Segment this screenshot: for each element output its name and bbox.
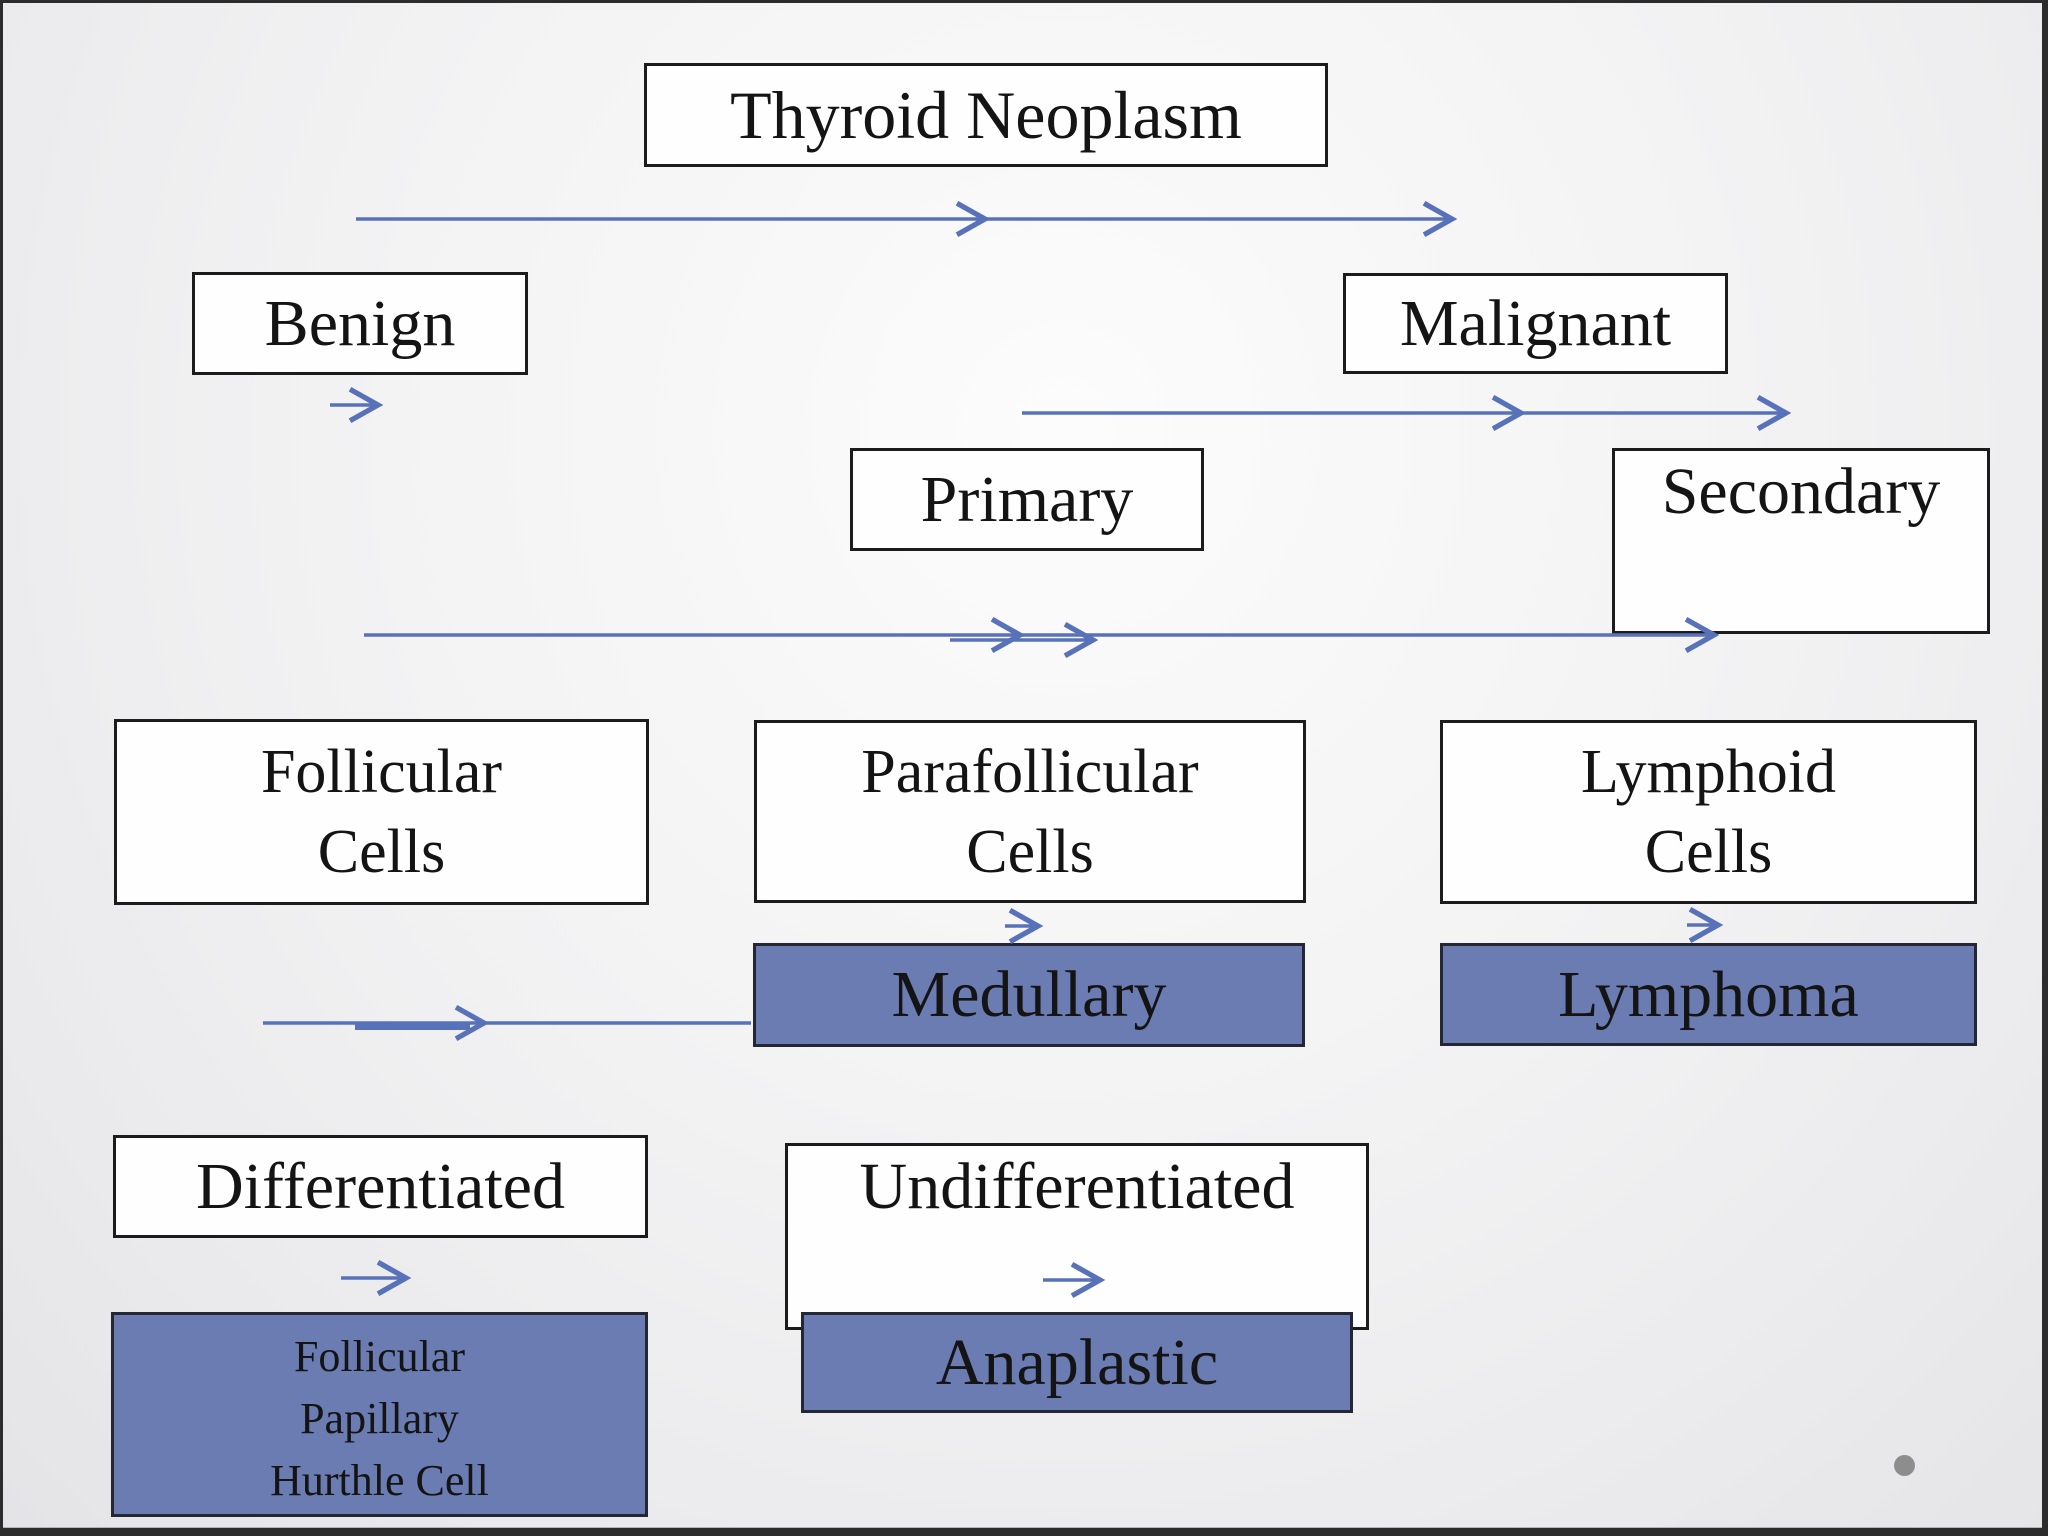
node-parafollicular-cells-line2: Cells: [966, 817, 1094, 886]
node-follicular-types-line2: Papillary: [300, 1393, 459, 1443]
node-lymphoma: Lymphoma: [1440, 943, 1977, 1046]
node-medullary-label: Medullary: [891, 958, 1167, 1031]
node-lymphoid-cells: Lymphoid Cells: [1440, 720, 1977, 904]
node-benign: Benign: [192, 272, 528, 375]
node-differentiated: Differentiated: [113, 1135, 648, 1238]
node-parafollicular-cells-line1: Parafollicular: [861, 737, 1199, 806]
node-primary: Primary: [850, 448, 1204, 551]
node-secondary: Secondary: [1612, 448, 1990, 634]
node-lymphoid-cells-line1: Lymphoid: [1581, 738, 1836, 806]
node-anaplastic-label: Anaplastic: [935, 1325, 1219, 1399]
arrow-cells-row: [364, 616, 1720, 659]
node-undifferentiated: Undifferentiated: [785, 1143, 1369, 1330]
node-follicular-papillary-hurthle: Follicular Papillary Hurthle Cell: [111, 1312, 648, 1517]
arrow-follicular-medullary: [263, 1004, 751, 1042]
node-lymphoma-label: Lymphoma: [1558, 957, 1859, 1031]
node-lymphoid-cells-line2: Cells: [1644, 818, 1773, 886]
node-malignant-label: Malignant: [1399, 286, 1672, 360]
node-follicular-types-line1: Follicular: [293, 1331, 466, 1381]
node-secondary-label: Secondary: [1661, 455, 1941, 528]
node-primary-label: Primary: [920, 462, 1134, 536]
node-follicular-cells-line2: Cells: [317, 818, 446, 886]
node-parafollicular-cells: Parafollicular Cells: [754, 720, 1306, 903]
corner-dot: [1894, 1455, 1915, 1476]
node-malignant: Malignant: [1343, 273, 1728, 374]
node-undifferentiated-label: Undifferentiated: [859, 1150, 1295, 1223]
node-anaplastic: Anaplastic: [801, 1312, 1353, 1413]
node-follicular-types-line3: Hurthle Cell: [270, 1455, 489, 1505]
node-follicular-cells: Follicular Cells: [114, 719, 649, 905]
node-thyroid-neoplasm: Thyroid Neoplasm: [644, 63, 1328, 167]
node-differentiated-label: Differentiated: [196, 1149, 565, 1223]
node-follicular-cells-line1: Follicular: [260, 738, 503, 806]
node-thyroid-neoplasm-label: Thyroid Neoplasm: [730, 77, 1242, 153]
node-medullary: Medullary: [753, 943, 1305, 1047]
node-benign-label: Benign: [264, 286, 456, 360]
